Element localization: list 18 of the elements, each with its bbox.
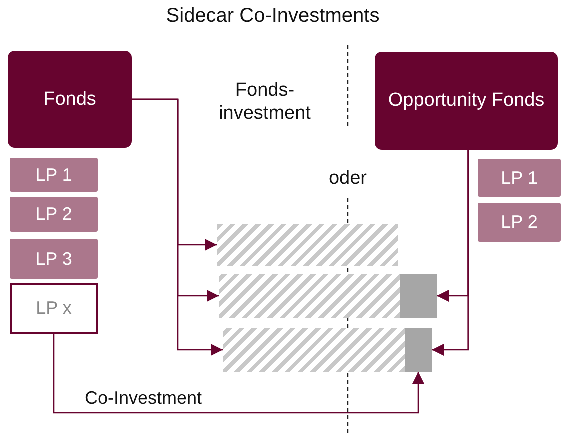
investor-box: LP 2 bbox=[478, 203, 561, 242]
edge-label: Co-Investment bbox=[85, 388, 202, 409]
investment-bar bbox=[217, 224, 398, 266]
investment-bar bbox=[223, 328, 405, 372]
investor-box: LP 2 bbox=[10, 197, 98, 232]
connector-arrow bbox=[53, 334, 424, 414]
investor-box: LP x bbox=[10, 283, 98, 334]
co-investment-block bbox=[400, 274, 437, 318]
fonds-box: Opportunity Fonds bbox=[375, 52, 558, 150]
investor-box: LP 1 bbox=[10, 158, 98, 192]
fonds-box: Fonds bbox=[8, 51, 132, 148]
investor-box: LP 3 bbox=[10, 239, 98, 279]
connector-arrow bbox=[132, 98, 223, 356]
investor-box: LP 1 bbox=[478, 159, 561, 197]
investment-bar bbox=[219, 274, 400, 318]
connector-arrow bbox=[432, 150, 469, 356]
co-investment-block bbox=[405, 328, 432, 372]
diagram-title: Sidecar Co-Investments bbox=[165, 5, 381, 28]
